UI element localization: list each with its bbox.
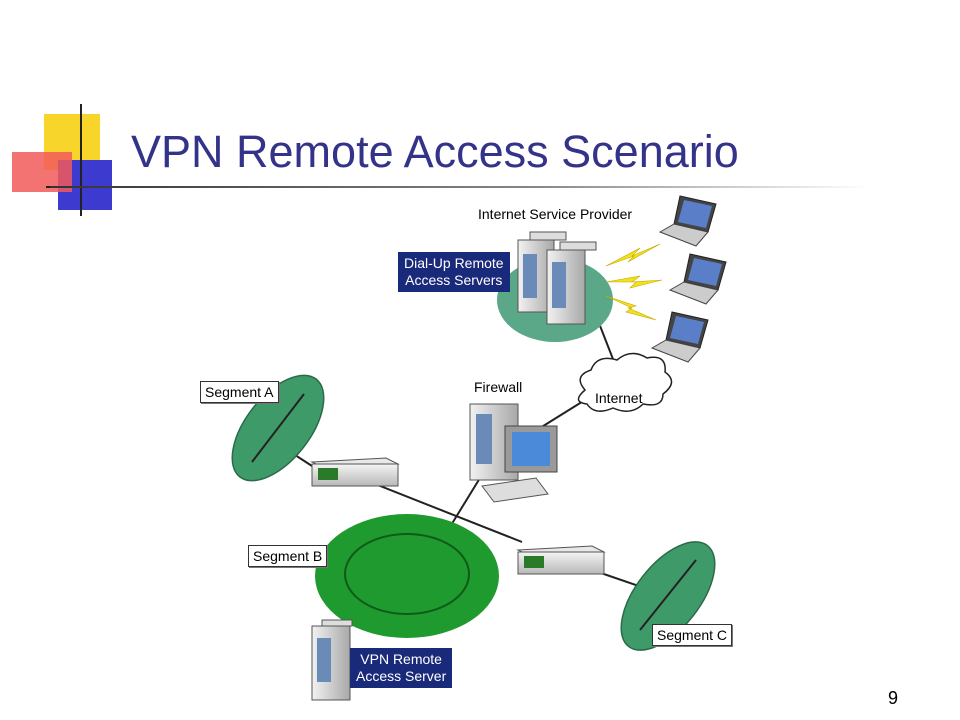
slide-title: VPN Remote Access Scenario (131, 126, 739, 177)
internet-label: Internet (595, 390, 643, 406)
laptop-2 (668, 253, 727, 305)
segment-a-disc (231, 374, 325, 482)
dial-up-servers (517, 231, 597, 325)
laptop-3 (650, 311, 709, 363)
dial-up-label-line-1: Dial-Up Remote (404, 255, 504, 271)
segment-b-label: Segment B (248, 545, 328, 567)
slide-decoration (12, 104, 136, 216)
segment-c-label: Segment C (652, 624, 733, 646)
hub-segment-c (516, 545, 606, 575)
segment-c-disc (620, 541, 716, 651)
dial-up-label-line-2: Access Servers (405, 272, 503, 288)
vpn-server-label: VPN Remote Access Server (350, 648, 453, 688)
isp-label: Internet Service Provider (478, 206, 633, 222)
firewall-label: Firewall (474, 379, 523, 395)
page-number: 9 (888, 688, 899, 708)
segment-a-label: Segment A (200, 381, 279, 403)
internet-cloud (577, 352, 673, 412)
title-underline (50, 186, 870, 188)
vpn-server (311, 619, 353, 701)
segment-b-ellipse (315, 514, 499, 638)
laptop-1 (658, 195, 717, 247)
hub-segment-a (310, 457, 400, 487)
vpn-label-line-1: VPN Remote (360, 651, 442, 667)
vpn-label-line-2: Access Server (356, 668, 447, 684)
dial-up-servers-label: Dial-Up Remote Access Servers (398, 252, 510, 292)
firewall-computer (469, 403, 558, 503)
wireless-links (605, 243, 663, 321)
